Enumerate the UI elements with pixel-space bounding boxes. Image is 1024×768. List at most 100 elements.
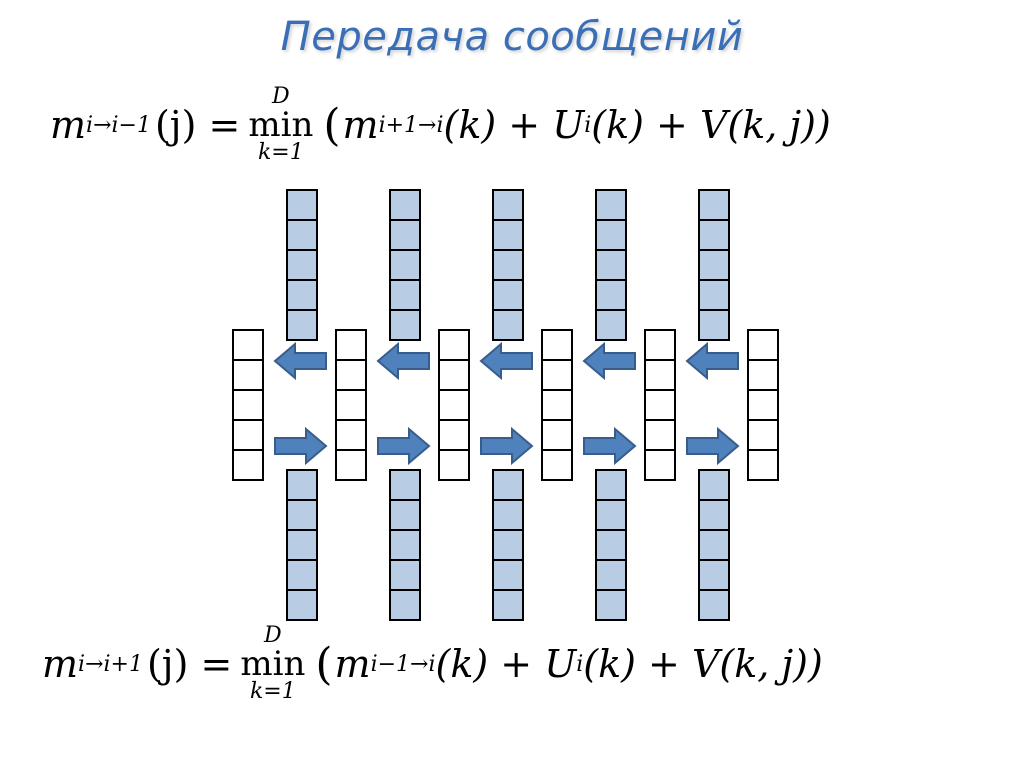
- message-vector: [541, 329, 573, 481]
- vector-cell: [389, 529, 421, 561]
- message-vector: [644, 329, 676, 481]
- vector-cell: [595, 279, 627, 311]
- vector-cell: [389, 589, 421, 621]
- arrow-left-icon: [273, 341, 327, 381]
- vector-cell: [492, 499, 524, 531]
- vector-cell: [389, 249, 421, 281]
- unary-vector-top: [698, 189, 730, 341]
- vector-cell: [698, 529, 730, 561]
- vector-cell: [286, 499, 318, 531]
- vector-cell: [492, 469, 524, 501]
- vector-cell: [698, 279, 730, 311]
- message-vector: [747, 329, 779, 481]
- arrow-left-icon: [685, 341, 739, 381]
- unary-vector-bottom: [389, 469, 421, 621]
- vector-cell: [698, 189, 730, 221]
- vector-cell: [389, 499, 421, 531]
- formula-lhs-base: m: [42, 642, 79, 686]
- vector-cell: [747, 419, 779, 451]
- unary-vector-bottom: [698, 469, 730, 621]
- formula-rest: (k) + U: [435, 642, 577, 686]
- vector-cell: [595, 469, 627, 501]
- vector-cell: [335, 449, 367, 481]
- min-label: min: [248, 105, 314, 145]
- min-upper: D: [264, 623, 282, 648]
- formula-tail: (k) + V(k, j)): [591, 103, 831, 147]
- vector-cell: [438, 419, 470, 451]
- vector-cell: [595, 589, 627, 621]
- vector-cell: [541, 419, 573, 451]
- vector-cell: [335, 329, 367, 361]
- formula-msg-base: m: [342, 103, 379, 147]
- vector-cell: [232, 359, 264, 391]
- arrow-left-icon: [582, 341, 636, 381]
- vector-cell: [286, 559, 318, 591]
- vector-cell: [698, 559, 730, 591]
- vector-cell: [595, 219, 627, 251]
- formula-lhs-arg: (j) =: [154, 103, 241, 147]
- vector-cell: [492, 529, 524, 561]
- vector-cell: [389, 279, 421, 311]
- formula-u-sub: i: [584, 112, 592, 138]
- formula-lhs-base: m: [50, 103, 87, 147]
- vector-cell: [286, 309, 318, 341]
- vector-cell: [541, 359, 573, 391]
- vector-cell: [595, 559, 627, 591]
- vector-cell: [286, 589, 318, 621]
- vector-cell: [747, 329, 779, 361]
- vector-cell: [595, 309, 627, 341]
- vector-cell: [698, 469, 730, 501]
- message-vector: [335, 329, 367, 481]
- formula-tail: (k) + V(k, j)): [583, 642, 823, 686]
- vector-cell: [747, 389, 779, 421]
- vector-cell: [232, 329, 264, 361]
- page-title: Передача сообщений: [280, 14, 744, 60]
- vector-cell: [747, 359, 779, 391]
- vector-cell: [232, 449, 264, 481]
- vector-cell: [698, 589, 730, 621]
- min-upper: D: [272, 84, 290, 109]
- vector-cell: [438, 449, 470, 481]
- arrow-right-icon: [686, 426, 740, 466]
- unary-vector-top: [286, 189, 318, 341]
- vector-cell: [335, 389, 367, 421]
- vector-cell: [492, 309, 524, 341]
- vector-cell: [492, 589, 524, 621]
- vector-cell: [541, 449, 573, 481]
- vector-cell: [541, 329, 573, 361]
- arrow-right-icon: [274, 426, 328, 466]
- vector-cell: [541, 389, 573, 421]
- arrow-right-icon: [377, 426, 431, 466]
- vector-cell: [232, 419, 264, 451]
- vector-cell: [335, 419, 367, 451]
- vector-cell: [644, 419, 676, 451]
- min-operator: D min k=1: [240, 625, 305, 703]
- vector-cell: [747, 449, 779, 481]
- vector-cell: [698, 249, 730, 281]
- vector-cell: [438, 359, 470, 391]
- vector-cell: [492, 279, 524, 311]
- open-paren: (: [323, 99, 341, 151]
- min-operator: D min k=1: [248, 86, 313, 164]
- vector-cell: [492, 219, 524, 251]
- vector-cell: [335, 359, 367, 391]
- formula-lhs-sub: i→i−1: [86, 112, 151, 138]
- message-vector: [438, 329, 470, 481]
- vector-cell: [389, 469, 421, 501]
- arrow-left-icon: [479, 341, 533, 381]
- formula-lhs-sub: i→i+1: [78, 651, 143, 677]
- arrow-right-icon: [583, 426, 637, 466]
- message-vector: [232, 329, 264, 481]
- arrow-left-icon: [376, 341, 430, 381]
- vector-cell: [286, 189, 318, 221]
- formula-msg-sub: i+1→i: [378, 112, 444, 138]
- vector-cell: [595, 189, 627, 221]
- vector-cell: [438, 389, 470, 421]
- min-label: min: [240, 644, 306, 684]
- vector-cell: [595, 249, 627, 281]
- formula-msg-base: m: [334, 642, 371, 686]
- vector-cell: [698, 309, 730, 341]
- arrow-right-icon: [480, 426, 534, 466]
- vector-cell: [286, 219, 318, 251]
